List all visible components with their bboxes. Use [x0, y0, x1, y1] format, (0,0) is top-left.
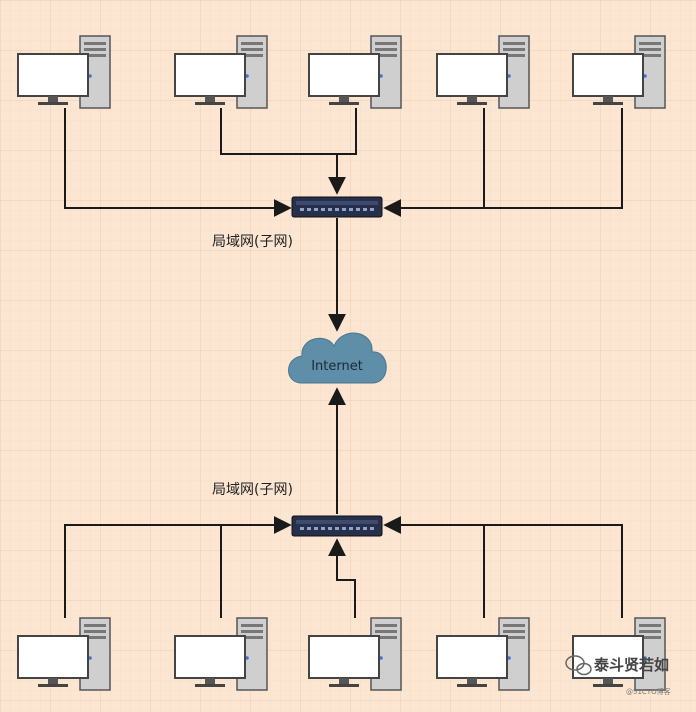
wire-bottom-4-5: [383, 516, 623, 618]
wire-bottom-1: [64, 516, 292, 618]
wire-top-4-5: [383, 108, 623, 217]
cloud-icon: [288, 332, 387, 384]
top-subnet-label: 局域网(子网): [212, 234, 293, 250]
network-switch-icon: [291, 515, 383, 537]
wire-top-2-3: [220, 108, 357, 155]
watermark-title: 泰斗贤若如: [593, 656, 669, 674]
top-wires: [64, 108, 623, 332]
bottom-subnet-label: 局域网(子网): [212, 482, 293, 498]
bottom-wires: [64, 387, 623, 618]
wire-bottom-3: [328, 538, 356, 618]
internet-label: Internet: [311, 359, 363, 374]
watermark-subtitle: @51CTO博客: [626, 687, 671, 696]
wechat-icon: [565, 655, 592, 676]
watermark: 泰斗贤若如 @51CTO博客: [565, 655, 671, 696]
network-switch-icon: [291, 196, 383, 218]
wire-top-1: [64, 108, 292, 217]
